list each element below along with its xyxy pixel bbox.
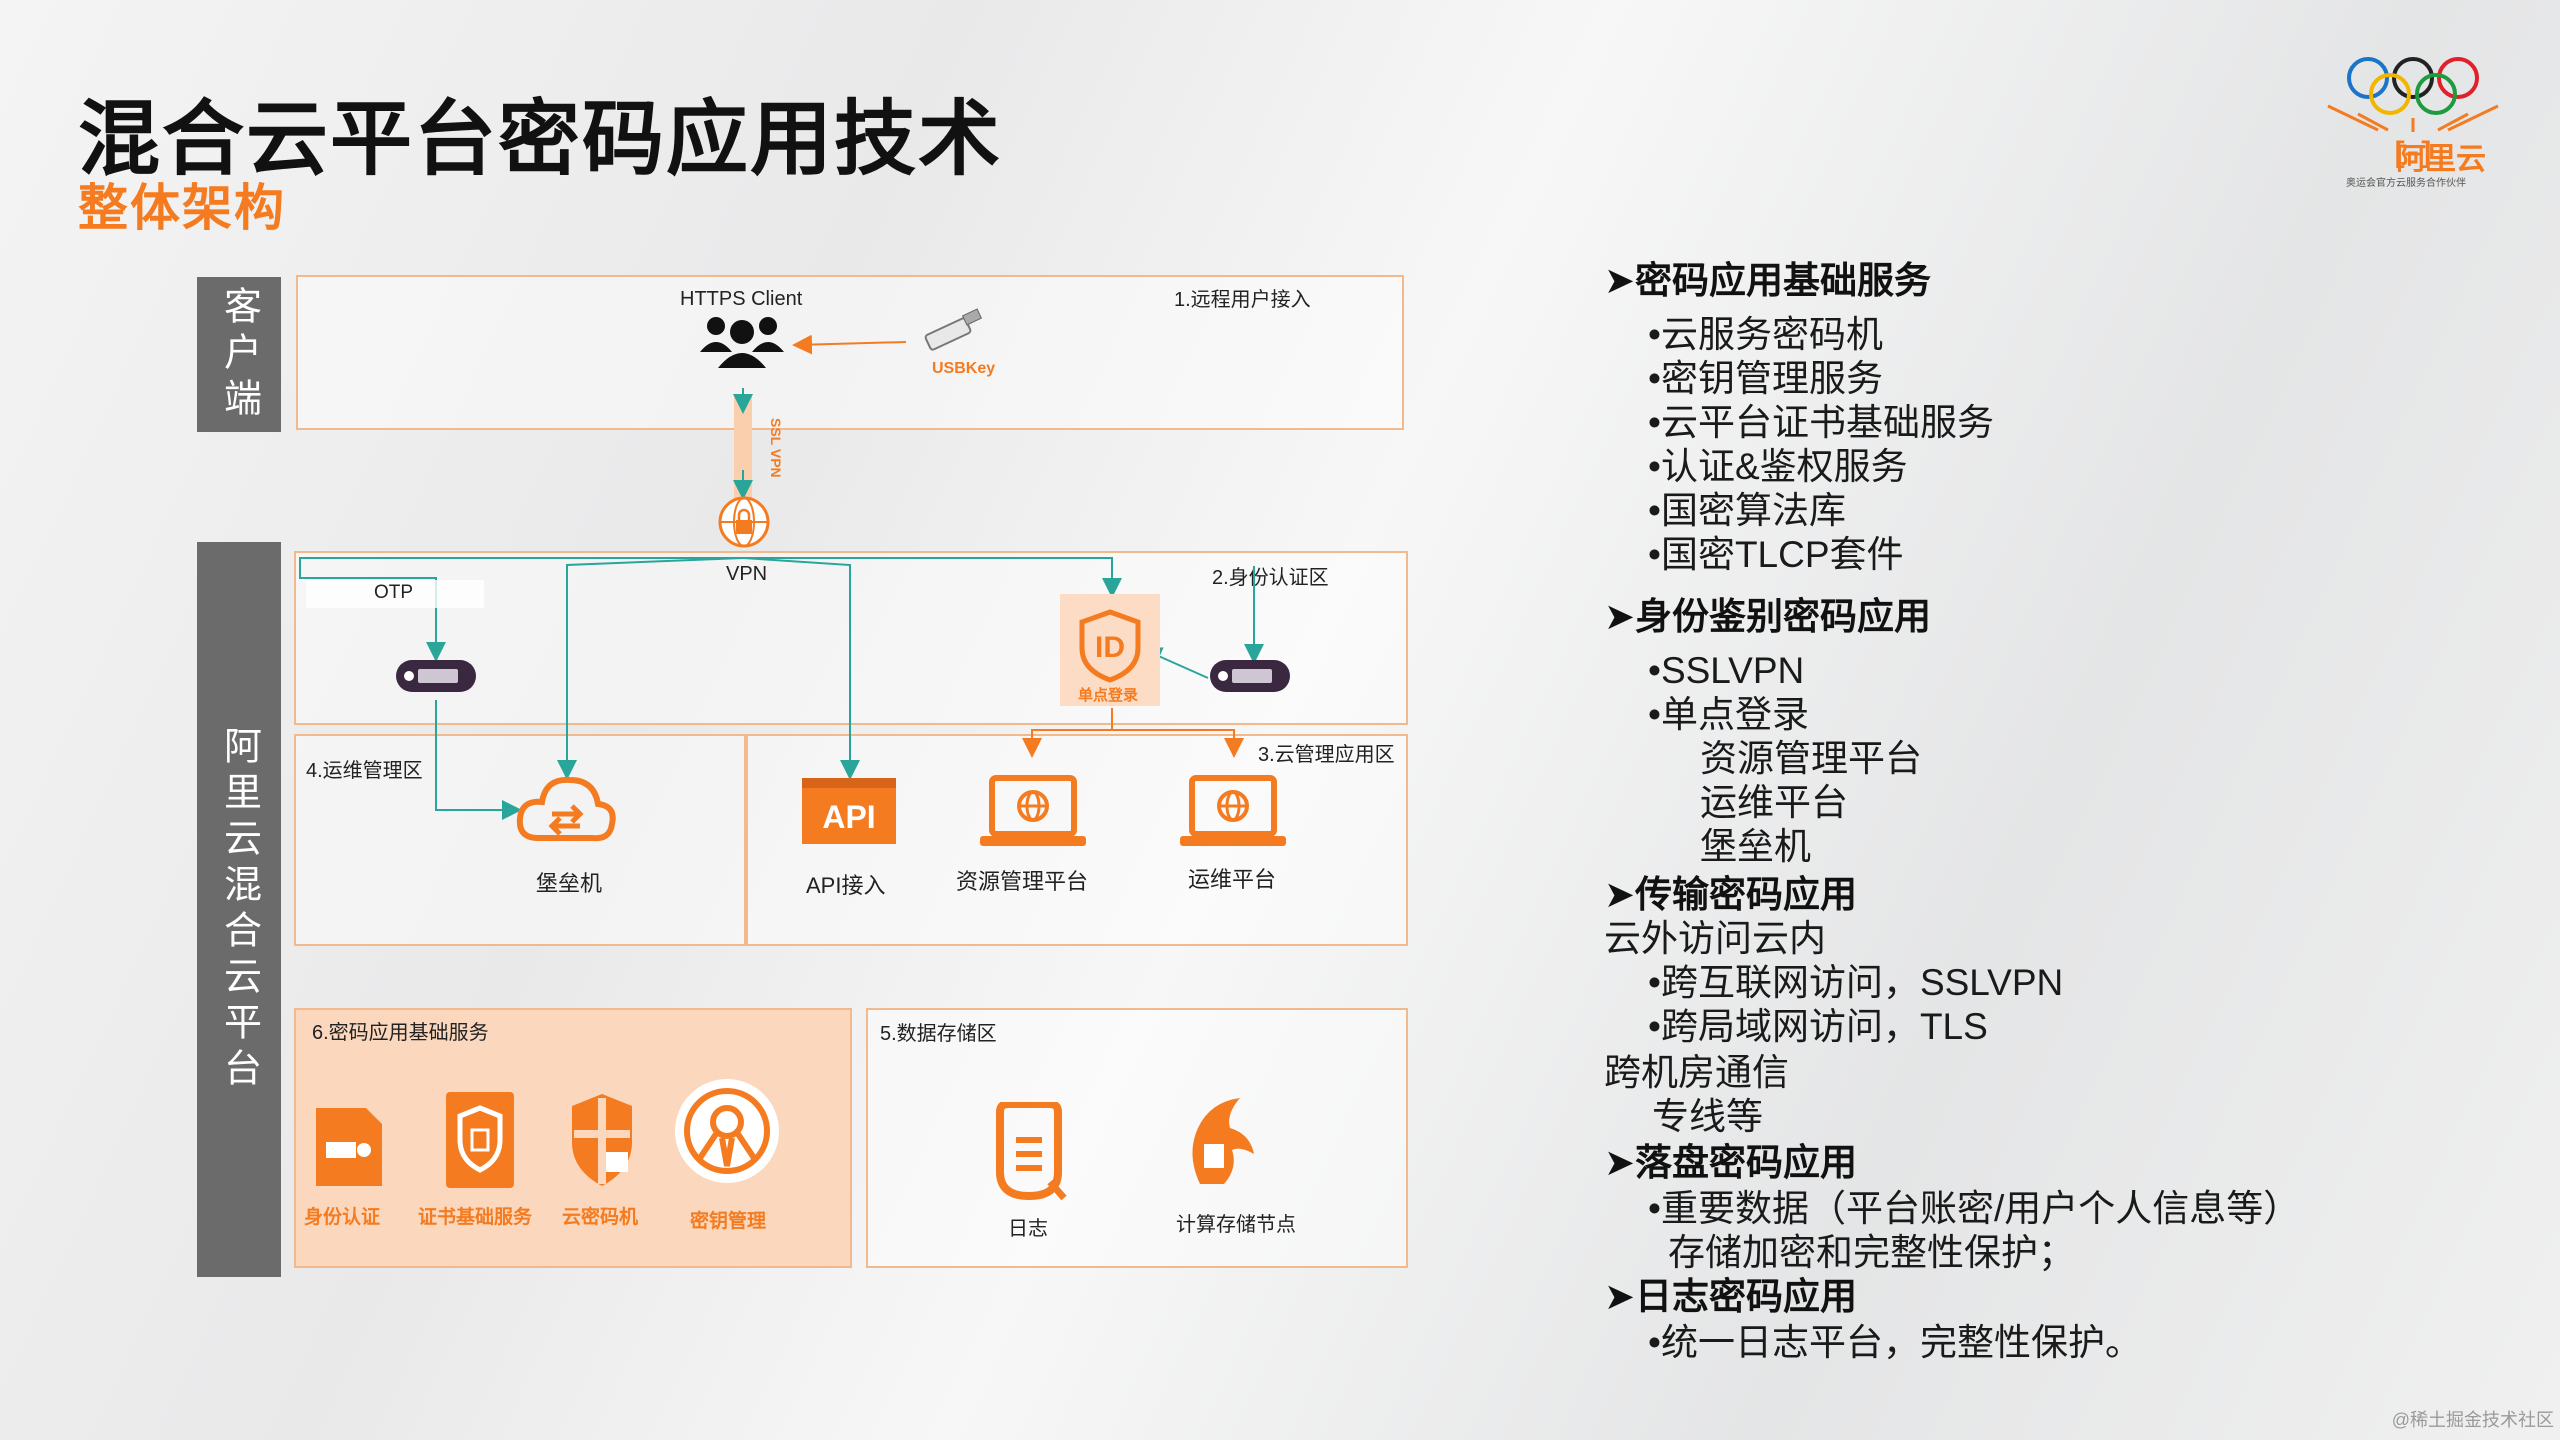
key-management-icon — [675, 1079, 779, 1183]
s2-sub-item: 资源管理平台 — [1700, 738, 1922, 779]
platform-side-bar: 阿里云混合云平台 — [197, 542, 281, 1277]
s2-sub-item: 堡垒机 — [1700, 826, 1811, 867]
bastion-label: 堡垒机 — [536, 871, 603, 896]
zone1-label: 1.远程用户接入 — [1174, 289, 1311, 311]
s1-heading: ➤密码应用基础服务 — [1604, 260, 1932, 301]
sso-label: 单点登录 — [1078, 687, 1139, 704]
alibaba-cloud-logo: [–] 阿里云 奥运会官方云服务合作伙伴 — [2318, 48, 2508, 198]
svg-text:[–]: [–] — [2395, 136, 2432, 169]
api-gateway-icon: API — [802, 778, 896, 844]
s1-item: •国密算法库 — [1648, 490, 1846, 531]
compute-storage-dolphin-icon — [1192, 1098, 1254, 1184]
key-mgmt-label: 密钥管理 — [690, 1211, 767, 1232]
resource-platform-laptop-icon — [980, 775, 1086, 846]
s4-item: •重要数据（平台账密/用户个人信息等） — [1648, 1188, 2301, 1229]
watermark: @稀土掘金技术社区 — [2391, 1410, 2554, 1430]
s1-item: •国密TLCP套件 — [1648, 534, 1904, 575]
ops-platform-label: 运维平台 — [1188, 867, 1277, 892]
otp-token-icon — [396, 660, 476, 692]
svg-text:ID: ID — [1095, 631, 1125, 664]
s5-heading: ➤日志密码应用 — [1604, 1276, 1858, 1317]
s5-heading-text: 日志密码应用 — [1635, 1276, 1858, 1317]
s1-item: •密钥管理服务 — [1648, 358, 1883, 399]
identity-card-icon — [316, 1108, 382, 1186]
zone-remote-access — [296, 275, 1404, 430]
s3-item: •跨互联网访问，SSLVPN — [1648, 962, 2064, 1003]
zone-ops-management — [294, 734, 746, 946]
https-client-label: HTTPS Client — [680, 288, 803, 310]
logo-brand: 阿里云 — [2396, 143, 2486, 176]
zone3-label: 3.云管理应用区 — [1258, 744, 1395, 766]
cloud-hsm-shield-icon — [572, 1094, 632, 1186]
otp-token-icon-2 — [1210, 660, 1290, 692]
s4-heading: ➤落盘密码应用 — [1604, 1142, 1858, 1183]
page-subtitle: 整体架构 — [78, 180, 286, 236]
s2-sub-item: 运维平台 — [1700, 782, 1848, 823]
identity-auth-label: 身份认证 — [304, 1207, 381, 1228]
bastion-cloud-icon — [516, 776, 616, 842]
s1-item: •认证&鉴权服务 — [1648, 446, 1908, 487]
s1-item: •云服务密码机 — [1648, 314, 1883, 355]
compute-storage-label: 计算存储节点 — [1176, 1214, 1296, 1236]
cloud-hsm-label: 云密码机 — [562, 1207, 639, 1228]
api-label: API接入 — [806, 873, 886, 898]
vpn-label: VPN — [726, 563, 768, 585]
certificate-icon — [446, 1092, 514, 1188]
s1-heading-text: 密码应用基础服务 — [1635, 260, 1932, 301]
log-label: 日志 — [1008, 1218, 1048, 1240]
zone5-label: 5.数据存储区 — [880, 1023, 997, 1045]
s2-heading-text: 身份鉴别密码应用 — [1635, 596, 1932, 637]
resource-platform-label: 资源管理平台 — [956, 869, 1089, 894]
s4-item-cont: 存储加密和完整性保护； — [1668, 1232, 2075, 1273]
logo-tagline: 奥运会官方云服务合作伙伴 — [2346, 178, 2466, 189]
vpn-gateway-icon — [718, 496, 770, 548]
usbkey-icon — [924, 308, 983, 351]
s2-item: •SSLVPN — [1648, 650, 1805, 691]
s5-item: •统一日志平台，完整性保护。 — [1648, 1322, 2142, 1363]
page-title: 混合云平台密码应用技术 — [78, 94, 1003, 185]
s2-heading: ➤身份鉴别密码应用 — [1604, 596, 1932, 637]
s1-item: •云平台证书基础服务 — [1648, 402, 1994, 443]
ssl-vpn-label: SSL VPN — [768, 418, 784, 478]
cert-service-label: 证书基础服务 — [418, 1207, 533, 1228]
zone-data-storage — [866, 1008, 1408, 1268]
s3-heading: ➤传输密码应用 — [1604, 874, 1858, 915]
olympic-rings-icon: [–] — [2327, 57, 2499, 169]
s4-heading-text: 落盘密码应用 — [1635, 1142, 1858, 1183]
s2-item: •单点登录 — [1648, 694, 1809, 735]
otp-box — [306, 580, 484, 608]
s3-line: 云外访问云内 — [1604, 918, 1826, 959]
s3-line: 跨机房通信 — [1604, 1052, 1789, 1093]
api-icon-text: API — [822, 799, 875, 835]
client-side-bar: 客户端 — [197, 277, 281, 432]
usbkey-label: USBKey — [932, 360, 996, 377]
user-group-icon — [700, 317, 784, 368]
zone6-label: 6.密码应用基础服务 — [312, 1022, 489, 1044]
s3-heading-text: 传输密码应用 — [1635, 874, 1858, 915]
zone4-label: 4.运维管理区 — [306, 760, 423, 782]
s3-line: 专线等 — [1652, 1096, 1763, 1137]
log-icon — [996, 1102, 1067, 1201]
s3-item: •跨局域网访问，TLS — [1648, 1006, 1988, 1047]
otp-label: OTP — [374, 582, 414, 603]
zone2-label: 2.身份认证区 — [1212, 567, 1329, 589]
ops-platform-laptop-icon — [1180, 775, 1286, 846]
sso-shield-icon: ID — [1079, 609, 1141, 683]
